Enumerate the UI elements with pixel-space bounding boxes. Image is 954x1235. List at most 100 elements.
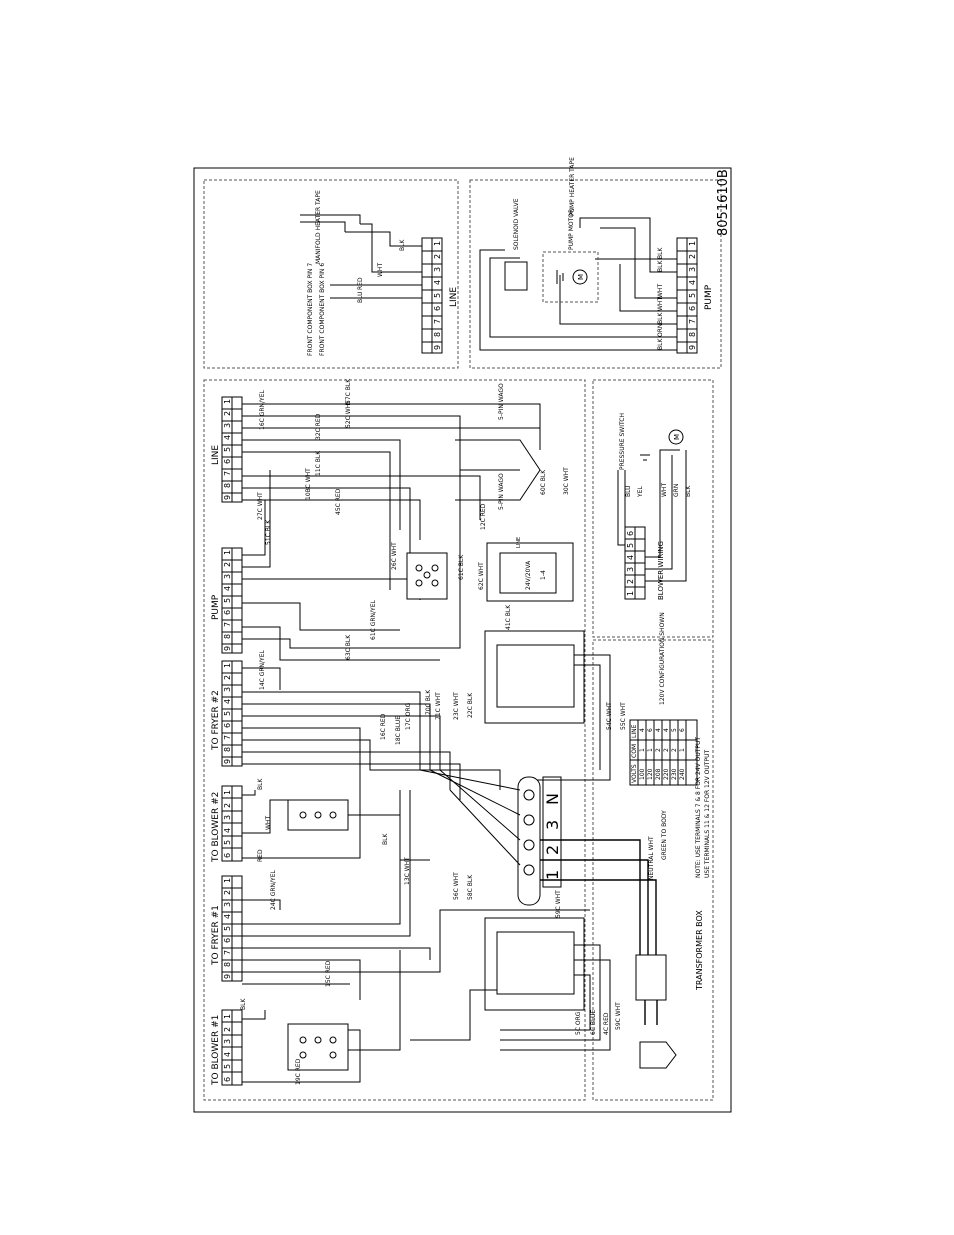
svg-text:2: 2 xyxy=(223,411,232,416)
blower2-connector xyxy=(221,785,243,862)
top-pump-wires xyxy=(479,217,677,351)
svg-text:6: 6 xyxy=(223,459,232,464)
svg-text:3: 3 xyxy=(223,423,232,428)
drawing-frame xyxy=(193,167,732,1113)
svg-text:4: 4 xyxy=(223,435,232,440)
svg-text:LINE: LINE xyxy=(631,724,638,738)
svg-text:6: 6 xyxy=(679,728,686,732)
svg-text:8: 8 xyxy=(223,483,232,488)
svg-text:BLK: BLK xyxy=(257,778,264,790)
svg-text:1: 1 xyxy=(223,663,232,668)
blower1-connector xyxy=(221,1009,243,1086)
neutral-wht-label: NEUTRAL WHT xyxy=(648,836,655,880)
svg-text:8: 8 xyxy=(223,747,232,752)
pump-relay xyxy=(406,552,448,600)
solenoid-valve-label: SOLENOID VALVE xyxy=(513,198,520,250)
top-pump-title: PUMP xyxy=(704,284,714,310)
top-pump-pin-numbers: 9 8 7 6 5 4 3 2 1 xyxy=(688,241,697,350)
svg-text:5: 5 xyxy=(688,293,697,298)
svg-text:9: 9 xyxy=(223,759,232,764)
svg-text:208: 208 xyxy=(655,768,662,780)
svg-text:BLK: BLK xyxy=(657,247,664,259)
fryer1-title: TO FRYER #1 xyxy=(211,905,221,966)
svg-text:1: 1 xyxy=(223,550,232,555)
svg-text:3: 3 xyxy=(543,820,562,830)
pump-motor-dashed xyxy=(542,251,599,303)
front-component-pin6: FRONT COMPONENT BOX PIN 6 xyxy=(319,263,326,356)
svg-text:BLU: BLU xyxy=(625,485,632,497)
svg-text:57C BLK: 57C BLK xyxy=(345,378,352,404)
fryer1-transformer xyxy=(484,917,585,1011)
svg-text:1: 1 xyxy=(223,790,232,795)
svg-text:COM: COM xyxy=(631,744,638,758)
svg-text:32C RED: 32C RED xyxy=(315,413,322,440)
svg-text:5: 5 xyxy=(223,598,232,603)
svg-text:3: 3 xyxy=(626,567,635,572)
svg-text:13C WHT: 13C WHT xyxy=(404,857,411,885)
wago-b: 5-PIN WAGO xyxy=(498,473,505,510)
svg-text:56C WHT: 56C WHT xyxy=(453,872,460,900)
svg-text:17C ORG: 17C ORG xyxy=(405,702,412,730)
svg-text:59C WHT: 59C WHT xyxy=(555,890,562,918)
svg-text:6: 6 xyxy=(223,610,232,615)
svg-text:RED: RED xyxy=(257,849,264,862)
note-24v: NOTE: USE TERMINALS 7 & 8 FOR 24V OUTPUT xyxy=(695,737,702,878)
svg-text:54C WHT: 54C WHT xyxy=(606,702,613,730)
svg-text:2: 2 xyxy=(223,675,232,680)
top-line-section-box xyxy=(203,179,459,369)
fryer1-pin-numbers: 9 8 7 6 5 4 3 2 1 xyxy=(223,878,232,979)
svg-text:27C WHT: 27C WHT xyxy=(257,492,264,520)
pump-motor-icon xyxy=(572,269,588,285)
svg-text:6: 6 xyxy=(223,853,232,858)
svg-text:2: 2 xyxy=(433,254,442,259)
blower-wiring-box xyxy=(592,379,714,638)
svg-text:23C WHT: 23C WHT xyxy=(453,692,460,720)
main-wiring: 24V/20VA 1-4 LINE 5-PIN WAGO 5-PIN WAGO xyxy=(242,383,677,1083)
top-line-connector xyxy=(421,237,443,354)
svg-text:2: 2 xyxy=(223,890,232,895)
svg-text:4C RED: 4C RED xyxy=(603,1012,610,1035)
svg-text:16C GRN/YEL: 16C GRN/YEL xyxy=(259,389,266,430)
svg-text:4: 4 xyxy=(223,828,232,833)
svg-text:4: 4 xyxy=(655,728,662,732)
blower-wiring-connector xyxy=(624,526,646,600)
svg-text:60C BLK: 60C BLK xyxy=(540,469,547,495)
svg-text:5: 5 xyxy=(223,711,232,716)
blower-motor-m: M xyxy=(673,434,681,440)
svg-text:52C WHT: 52C WHT xyxy=(345,400,352,428)
svg-text:59C WHT: 59C WHT xyxy=(615,1002,622,1030)
svg-text:4: 4 xyxy=(688,280,697,285)
fryer2-connector xyxy=(221,660,243,767)
svg-text:WHT: WHT xyxy=(657,297,664,311)
svg-text:45C RED: 45C RED xyxy=(335,488,342,515)
line-pin-numbers: 9 8 7 6 5 4 3 2 1 xyxy=(223,399,232,500)
svg-text:62C WHT: 62C WHT xyxy=(478,562,485,590)
svg-text:1: 1 xyxy=(543,870,562,880)
svg-text:3: 3 xyxy=(688,267,697,272)
svg-text:15C RED: 15C RED xyxy=(325,960,332,987)
line-connector xyxy=(221,396,243,503)
svg-text:22C BLK: 22C BLK xyxy=(467,692,474,718)
front-component-pin7-visible: FRONT COMPONENT BOX PIN 7 xyxy=(307,263,314,356)
svg-text:51C BLK: 51C BLK xyxy=(265,519,272,545)
svg-text:4: 4 xyxy=(223,914,232,919)
svg-text:230: 230 xyxy=(671,768,678,780)
voltage-table xyxy=(629,719,698,786)
svg-text:ORN: ORN xyxy=(657,324,664,337)
svg-text:8: 8 xyxy=(433,332,442,337)
svg-text:16C RED: 16C RED xyxy=(380,713,387,740)
blower2-title: TO BLOWER #2 xyxy=(211,792,221,863)
wago-a: 5-PIN WAGO xyxy=(498,383,505,420)
svg-text:2: 2 xyxy=(223,803,232,808)
svg-text:RED: RED xyxy=(357,277,364,290)
transformer-box-area xyxy=(592,639,714,1101)
svg-text:6: 6 xyxy=(647,728,654,732)
power-plug xyxy=(635,954,667,1001)
fryer2-pin-numbers: 9 8 7 6 5 4 3 2 1 xyxy=(223,663,232,764)
svg-text:N: N xyxy=(543,793,562,805)
pump-motor-label: PUMP MOTOR xyxy=(568,209,575,250)
svg-text:5C ORG: 5C ORG xyxy=(575,1011,582,1035)
blower2-relay xyxy=(287,799,349,831)
blower1-pin-numbers: 6 5 4 3 2 1 xyxy=(223,1014,232,1082)
